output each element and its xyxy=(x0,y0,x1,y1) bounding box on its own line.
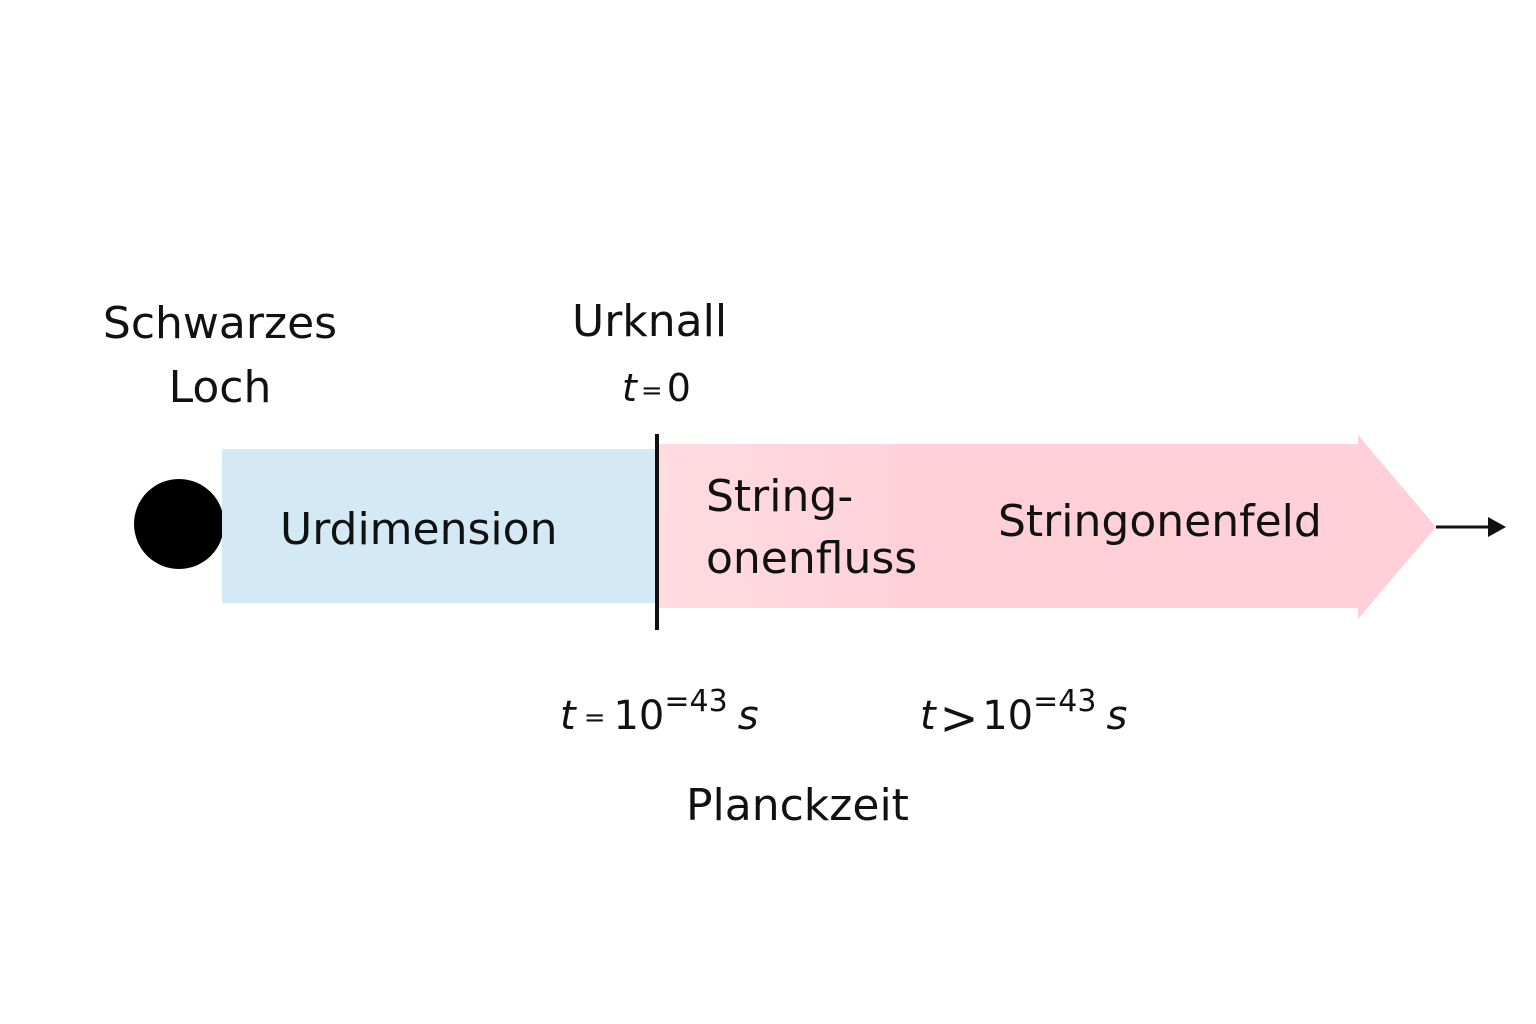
planck-time-base: 10 xyxy=(613,693,665,739)
after-planck-time-label: t>10=43 s xyxy=(920,672,1127,748)
after-time-variable: t xyxy=(920,693,936,739)
stringonenfluss-line2: onenfluss xyxy=(706,533,918,584)
big-bang-line xyxy=(655,434,659,630)
after-time-operator: > xyxy=(939,691,979,745)
planckzeit-label: Planckzeit xyxy=(686,780,909,831)
time-value: 0 xyxy=(666,366,691,410)
time-operator: = xyxy=(640,375,663,406)
stringonenfeld-label: Stringonenfeld xyxy=(998,496,1322,547)
stringonenfluss-line1: String- xyxy=(706,471,854,522)
planck-time-operator: = xyxy=(583,703,606,733)
after-time-exponent: =43 xyxy=(1033,684,1097,719)
black-hole-label-line2: Loch xyxy=(168,362,272,413)
after-time-unit: s xyxy=(1106,693,1128,739)
black-hole-icon xyxy=(134,479,224,569)
small-arrow-head-icon xyxy=(1488,517,1506,537)
planck-time-label: t=10=43 s xyxy=(560,672,759,748)
big-bang-label: Urknall xyxy=(572,296,728,347)
urdimension-label: Urdimension xyxy=(280,504,558,555)
after-time-base: 10 xyxy=(982,693,1034,739)
stringonenfluss-label: String- onenfluss xyxy=(706,466,917,590)
stringonen-arrow xyxy=(658,435,1436,619)
time-variable: t xyxy=(622,366,637,410)
big-bang-time: t=0 xyxy=(622,364,691,415)
planck-time-unit: s xyxy=(737,693,759,739)
black-hole-label: Schwarzes Loch xyxy=(96,292,344,420)
black-hole-label-line1: Schwarzes xyxy=(102,298,338,349)
planck-time-exponent: =43 xyxy=(664,684,728,719)
planck-time-variable: t xyxy=(560,693,576,739)
urdimension-phase xyxy=(222,449,658,603)
